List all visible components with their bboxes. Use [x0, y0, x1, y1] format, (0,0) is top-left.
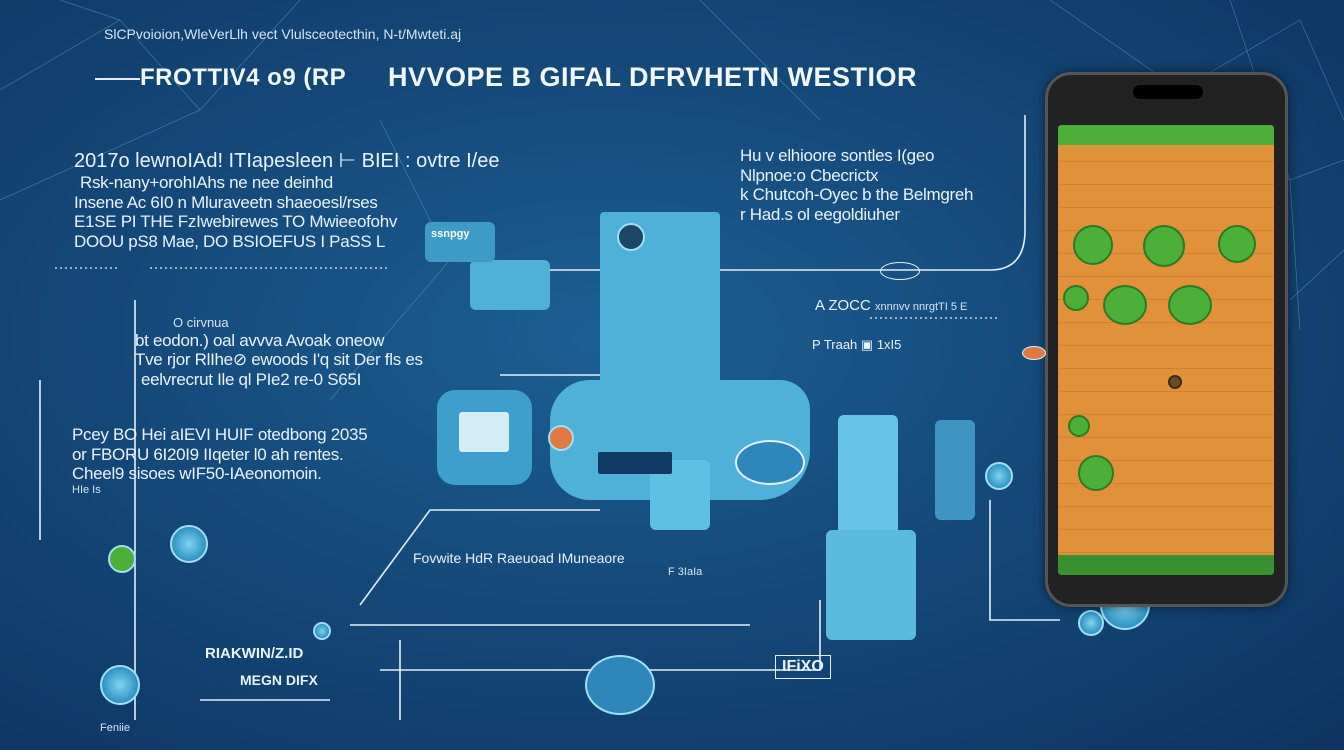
text-line: Cheel9 sisoes wIF50-IAeonomoin.	[72, 464, 322, 484]
mid-caption: Fovwite HdR Raeuoad IMuneaore	[413, 550, 625, 566]
eye-icon	[880, 262, 920, 280]
page-title: HVVOPE B GIFAL DFRVHETN WESTIOR	[388, 62, 918, 92]
text-block-right: Hu v elhioore sontles I(geo Nlpnoe:o Cbe…	[740, 146, 974, 224]
text-line: Pcey BO Hei aIEVI HUIF otedbong 2035	[72, 425, 368, 444]
text-block-2: O cirvnua bt eodon.) oal avvva Avoak one…	[135, 315, 423, 390]
right-column	[838, 415, 898, 535]
green-node-icon	[108, 545, 136, 573]
text-line: Rsk-nany+orohIAhs ne nee deinhd	[80, 173, 333, 192]
smartphone	[1045, 72, 1288, 607]
phone-mini	[935, 420, 975, 520]
label-p-trash-tail: 1xI5	[876, 337, 902, 352]
bottom-label-a: RIAKWIN/Z.ID	[205, 645, 304, 662]
game-tree-icon	[1063, 285, 1089, 311]
text-block-1: 2017o lewnoIAd! ITIapesleen ⊢ BIEI : ovt…	[74, 150, 499, 251]
label-p-trash: P Traah ▣ 1xI5	[812, 337, 902, 352]
orange-node-icon	[548, 425, 574, 451]
box-label: ssnpgy	[431, 228, 470, 240]
game-tree-icon	[1143, 225, 1185, 267]
text-line: or FBORU 6I20I9 IIqeter l0 ah rentes.	[72, 444, 344, 464]
title-left: FROTTIV4 o9 (RP	[140, 64, 347, 91]
node-icon	[1078, 610, 1104, 636]
game-tree-icon	[1103, 285, 1147, 325]
text-line: O cirvnua	[173, 315, 229, 330]
phone-game-screen[interactable]	[1058, 125, 1274, 575]
label-p-trash-text: P Traah	[812, 337, 858, 352]
text-line: Hu v elhioore sontles I(geo	[740, 146, 935, 165]
title-dash	[95, 78, 140, 80]
bottom-center-label: IFiXO	[775, 655, 831, 680]
right-column-base	[826, 530, 916, 640]
text-line: Tve rjor RlIhe⊘ ewoods I'q sit Der fls e…	[135, 350, 423, 370]
text-line: DOOU pS8 Mae, DO BSIOEFUS I PaSS L	[74, 231, 386, 251]
node-icon	[100, 665, 140, 705]
game-tree-icon	[1068, 415, 1090, 437]
node-large-icon	[585, 655, 655, 715]
game-tree-icon	[1078, 455, 1114, 491]
text-block-3: Pcey BO Hei aIEVI HUIF otedbong 2035 or …	[72, 425, 368, 496]
small-label: F 3IaIa	[668, 566, 703, 578]
text-line: k Chutcoh-Oyec b the Belmgreh	[740, 185, 974, 205]
monitor-screen	[459, 412, 509, 452]
game-token-icon	[1168, 375, 1182, 389]
text-line: bt eodon.) oal avvva Avoak oneow	[135, 330, 385, 350]
game-tree-icon	[1218, 225, 1256, 263]
text-line: Nlpnoe:o Cbecrictx	[740, 165, 879, 185]
label-box: ssnpgy	[425, 222, 495, 262]
text-line: HIe Is	[72, 483, 101, 496]
label-a-zoo-tail: xnnnvv nnrgtTI 5 E	[875, 301, 968, 313]
text-line: r Had.s ol eegoldiuher	[740, 204, 900, 224]
bottom-label-b: MEGN DIFX	[240, 672, 318, 688]
text-line: eelvrecrut Ile ql PIe2 re-0 S65I	[141, 370, 362, 390]
machine-dial	[735, 440, 805, 485]
node-icon	[313, 622, 331, 640]
header-subtitle: SlCPvoioion,WleVerLlh vect Vlulsceotecth…	[104, 26, 462, 42]
text-line: E1SE PI THE FzIwebirewes TO Mwieeofohv	[74, 212, 398, 232]
node-icon	[170, 525, 208, 563]
machine-sensor-icon	[617, 223, 645, 251]
label-a-zoo: A ZOCC xnnnvv nnrgtTI 5 E	[815, 297, 967, 314]
module-box	[470, 260, 550, 310]
game-tree-icon	[1073, 225, 1113, 265]
label-a-zoo-text: A ZOCC	[815, 297, 871, 314]
game-top-bar	[1058, 125, 1274, 145]
game-tree-icon	[1168, 285, 1212, 325]
pointer-icon	[1022, 346, 1046, 360]
text-line: Insene Ac 6I0 n Mluraveetn shaeoesl/rses	[74, 192, 378, 212]
target-node-icon	[985, 462, 1013, 490]
text-line: 2017o lewnoIAd! ITIapesleen ⊢ BIEI : ovt…	[74, 150, 500, 172]
monitor-module	[437, 390, 532, 485]
game-bottom-bar	[1058, 555, 1274, 575]
machine-display	[598, 452, 672, 474]
phone-notch	[1133, 85, 1203, 99]
bottom-node-label: Feniie	[100, 722, 130, 734]
